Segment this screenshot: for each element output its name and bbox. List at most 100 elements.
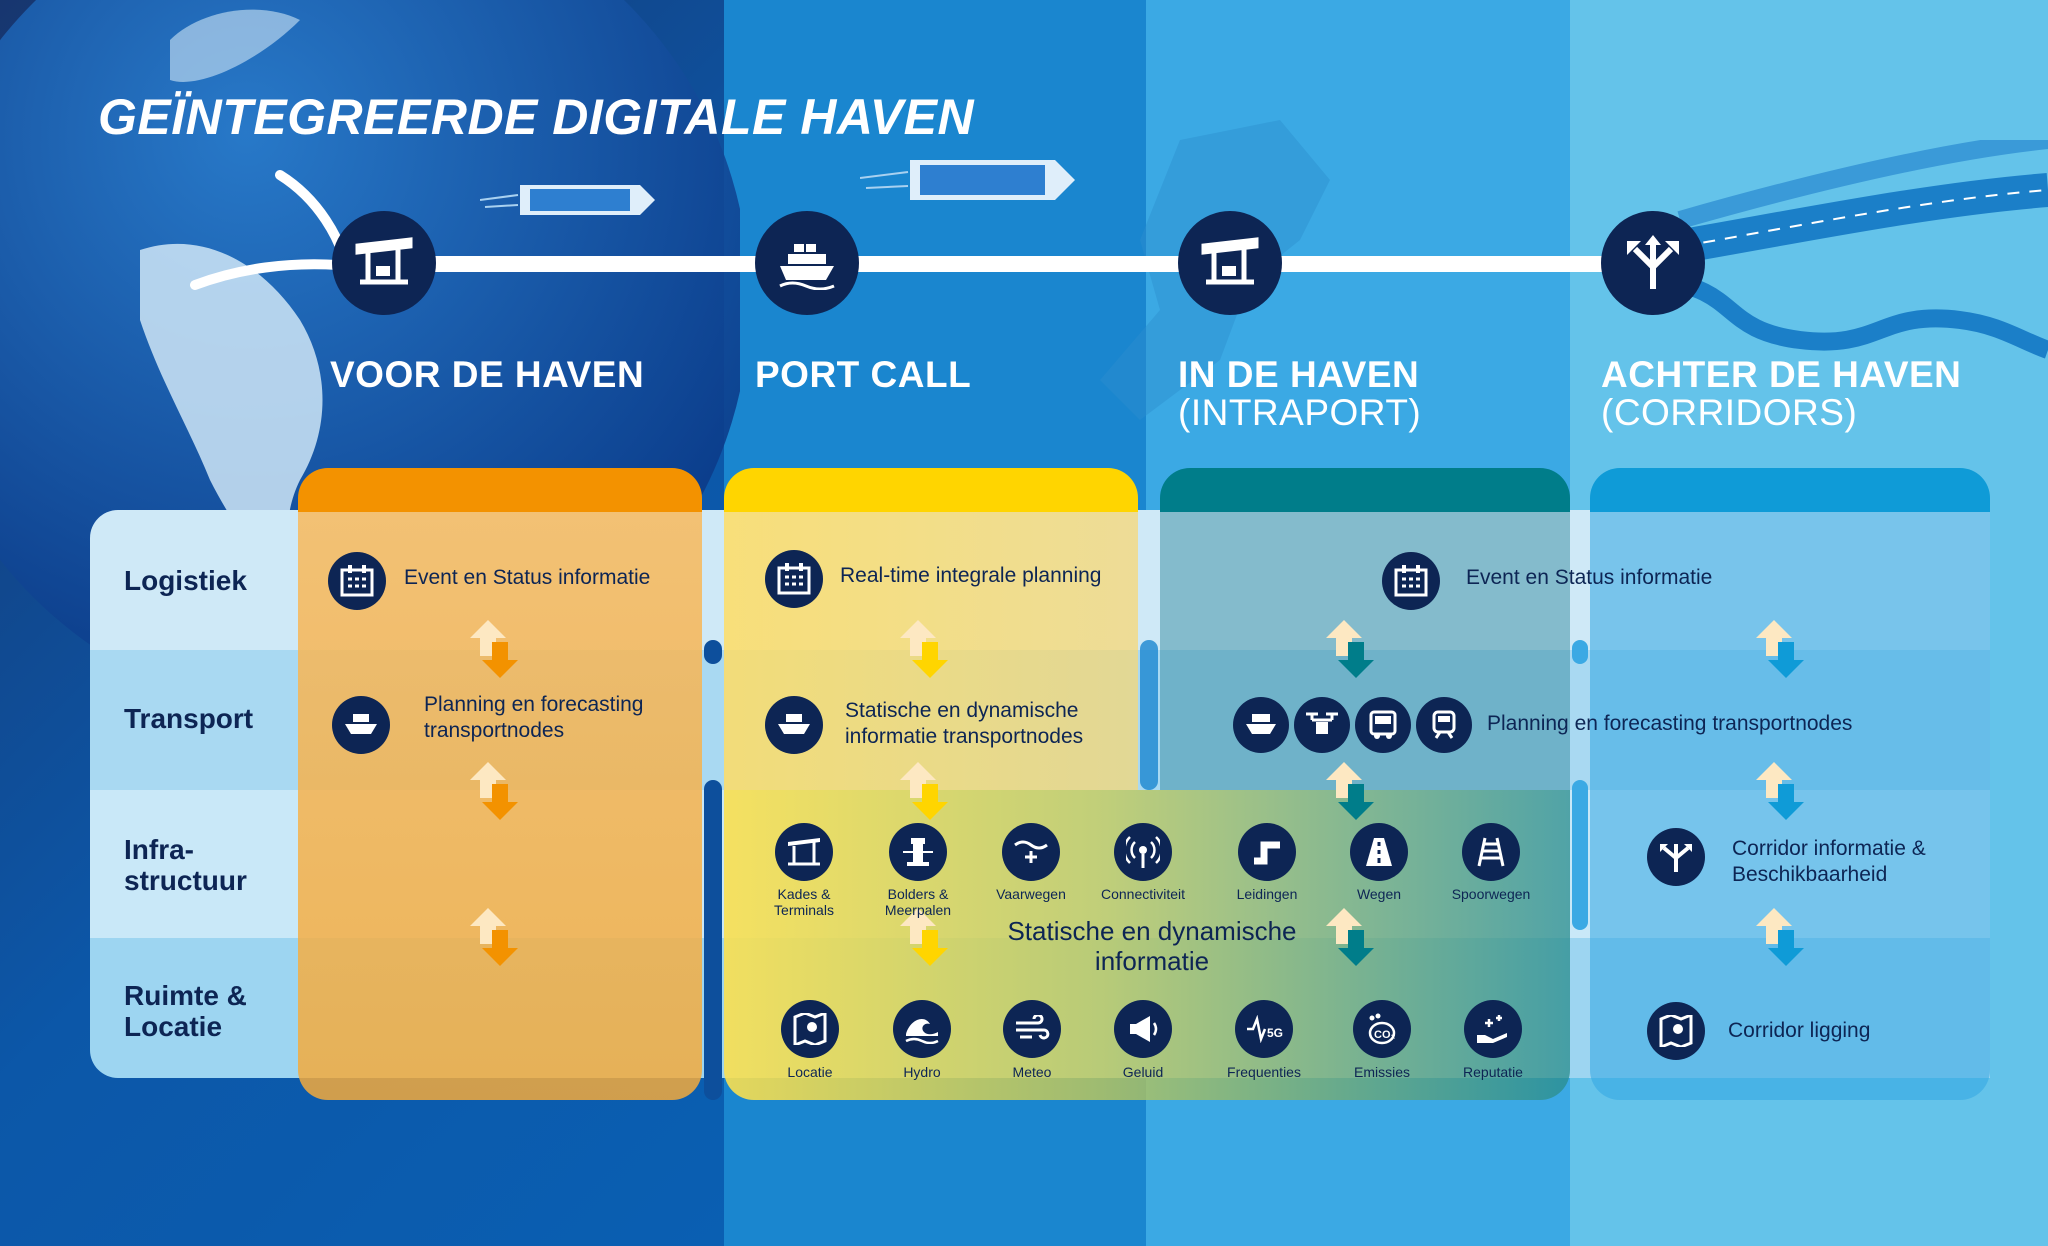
node-in-de-haven <box>1178 211 1282 315</box>
icon-label: Wegen <box>1316 886 1442 902</box>
panel-connector <box>1572 640 1588 664</box>
map-pin-icon <box>1647 1002 1705 1060</box>
icon-label-line: Leidingen <box>1236 886 1298 902</box>
co2-footprint-icon: CO₂ <box>1353 1000 1411 1058</box>
quay-crane-icon <box>775 823 833 881</box>
column-header-portcall: PORT CALL <box>755 356 971 394</box>
row-label-infra: Infra-structuur <box>124 834 247 896</box>
icon-label-line: Bolders & <box>887 886 949 902</box>
cell-text: Corridor informatie & <box>1732 837 1926 860</box>
column-header-in: IN DE HAVEN(INTRAPORT) <box>1178 356 1421 432</box>
icon-label: Connectiviteit <box>1080 886 1206 902</box>
icon-label-line: Wegen <box>1356 886 1402 902</box>
timeline-line <box>380 256 1670 272</box>
row-label-ruimte: Ruimte &Locatie <box>124 980 247 1042</box>
icon-label: Reputatie <box>1463 1064 1523 1080</box>
node-port-call <box>755 211 859 315</box>
5g-frequency-icon: 5G <box>1235 1000 1293 1058</box>
train-icon <box>1416 697 1472 753</box>
cargo-ship-icon <box>765 696 823 754</box>
column-header-voor: VOOR DE HAVEN <box>330 356 644 394</box>
icon-label: Hydro <box>903 1064 941 1080</box>
container-ship-illustration-2 <box>860 160 1075 200</box>
icon-label-line: Kades & <box>777 886 831 902</box>
cargo-ship-icon <box>332 696 390 754</box>
icon-label: Emissies <box>1353 1064 1410 1080</box>
ship-icon <box>1233 697 1289 753</box>
map-pin-icon <box>781 1000 839 1058</box>
cell-in-transport: Planning en forecasting transportnodes <box>1487 712 1853 735</box>
icon-label: Bolders &Meerpalen <box>855 886 981 918</box>
row-label-logistiek: Logistiek <box>124 565 247 596</box>
wind-icon <box>1003 1000 1061 1058</box>
column-subtitle: (CORRIDORS) <box>1601 392 1858 433</box>
cell-achter-ruimte: Corridor ligging <box>1728 1019 1871 1042</box>
panel-connector <box>1140 640 1158 790</box>
icon-label: Meteo <box>1012 1064 1052 1080</box>
panel-connector <box>1572 780 1588 930</box>
icon-label: Locatie <box>787 1064 833 1080</box>
cell-text: Planning en forecasting <box>424 693 644 716</box>
column-header-achter: ACHTER DE HAVEN(CORRIDORS) <box>1601 356 1961 432</box>
waterway-icon <box>1002 823 1060 881</box>
cargo-ship-icon <box>779 244 835 290</box>
node-voor-de-haven <box>332 211 436 315</box>
icon-label-line: Vaarwegen <box>996 886 1066 902</box>
cell-port-logistiek: Real-time integrale planning <box>840 564 1102 587</box>
road-icon <box>1350 823 1408 881</box>
cell-voor-logistiek: Event en Status informatie <box>404 566 651 589</box>
railway-icon <box>1462 823 1520 881</box>
hand-stars-icon <box>1464 1000 1522 1058</box>
cell-text: informatie transportnodes <box>845 725 1084 748</box>
5g-signal-icon <box>1114 823 1172 881</box>
row-label-text: Ruimte & <box>124 980 247 1011</box>
cell-port-transport: Statische en dynamische informatie transp… <box>845 698 1083 750</box>
drone-icon <box>1294 697 1350 753</box>
column-title: VOOR DE HAVEN <box>330 354 645 395</box>
calendar-icon <box>328 552 386 610</box>
icon-label: Geluid <box>1122 1064 1164 1080</box>
page-title: GEÏNTEGREERDE DIGITALE HAVEN <box>98 89 975 145</box>
row-label-text: Logistiek <box>124 565 247 596</box>
panel-connector <box>704 780 722 1100</box>
icon-label-line: Terminals <box>774 902 834 918</box>
bollard-icon <box>889 823 947 881</box>
panel-voor <box>298 468 702 1100</box>
icon-label: Spoorwegen <box>1428 886 1554 902</box>
wave-icon <box>893 1000 951 1058</box>
calendar-grid-icon <box>765 550 823 608</box>
corridor-illustration <box>1660 140 2048 359</box>
icon-label: Frequenties <box>1227 1064 1301 1080</box>
truck-icon <box>1355 697 1411 753</box>
icon-label-line: Meerpalen <box>884 902 952 918</box>
icon-label-line: Connectiviteit <box>1100 886 1186 902</box>
pipeline-icon <box>1238 823 1296 881</box>
row-label-text: Transport <box>124 703 254 734</box>
calendar-icon <box>1382 552 1440 610</box>
panel-connector <box>704 640 722 664</box>
row-label-text: Locatie <box>124 1011 223 1042</box>
cell-text: Beschikbaarheid <box>1732 863 1888 886</box>
svg-text:5G: 5G <box>1267 1026 1283 1040</box>
icon-label-line: Spoorwegen <box>1451 886 1531 902</box>
icon-label: Vaarwegen <box>968 886 1094 902</box>
route-split-icon <box>1647 828 1705 886</box>
harbor-crane-icon <box>1201 237 1259 285</box>
cell-achter-infra: Corridor informatie & Beschikbaarheid <box>1732 836 1926 888</box>
cell-text: informatie <box>1094 946 1210 976</box>
column-title: ACHTER DE HAVEN <box>1601 354 1962 395</box>
column-title: PORT CALL <box>755 354 972 395</box>
node-achter-de-haven <box>1601 211 1705 315</box>
column-subtitle: (INTRAPORT) <box>1178 392 1422 433</box>
row-label-text: structuur <box>124 865 247 896</box>
cell-text: Statische en dynamische <box>845 699 1079 722</box>
icon-label: Leidingen <box>1204 886 1330 902</box>
svg-text:CO₂: CO₂ <box>1374 1029 1396 1041</box>
container-ship-illustration-1 <box>480 185 655 215</box>
icon-label: Kades &Terminals <box>741 886 867 918</box>
column-title: IN DE HAVEN <box>1178 354 1420 395</box>
row-label-text: Infra- <box>124 834 194 865</box>
